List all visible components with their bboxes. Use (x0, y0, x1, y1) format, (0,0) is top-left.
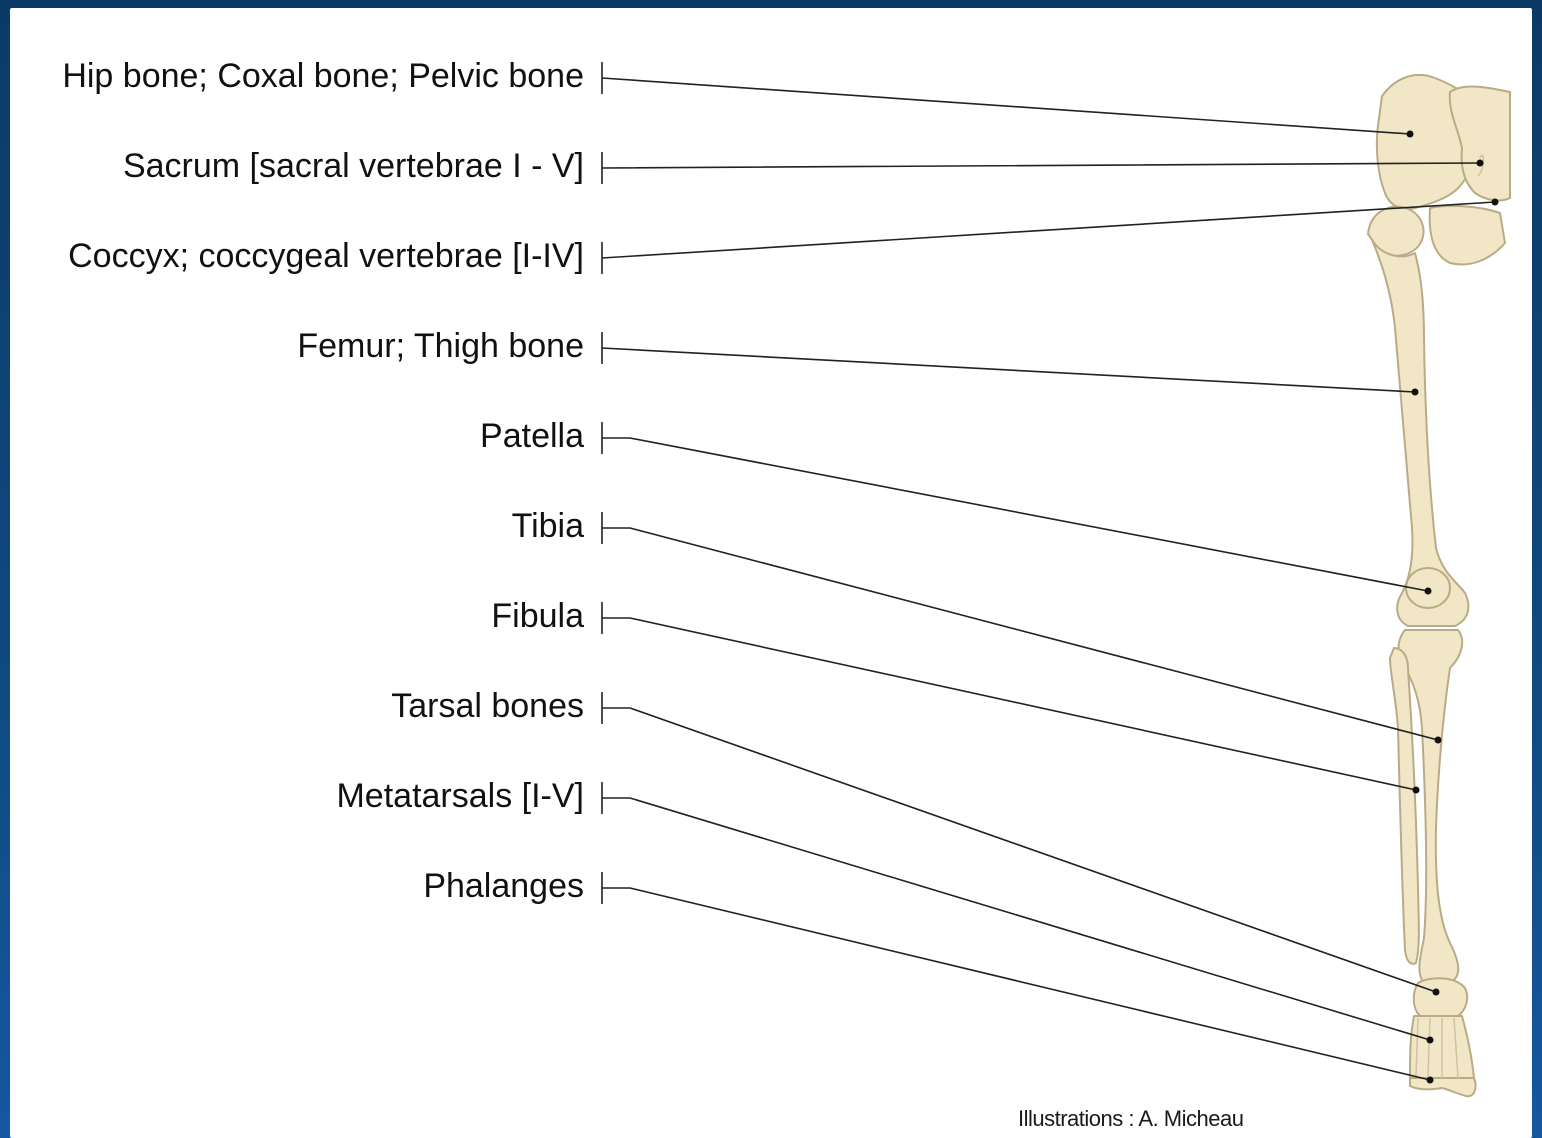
label-patella: Patella (480, 417, 584, 455)
leader-metatarsals (601, 782, 1431, 1041)
dot-hip-bone (1406, 130, 1414, 138)
leader-fibula (601, 602, 1417, 791)
label-sacrum: Sacrum [sacral vertebrae I - V] (122, 147, 584, 185)
sacrum-shape (1448, 85, 1511, 202)
leader-endpoints (1406, 130, 1499, 1084)
leader-hip-bone (601, 62, 1411, 135)
label-coccyx: Coccyx; coccygeal vertebrae [I-IV] (68, 237, 584, 275)
dot-fibula (1412, 786, 1420, 794)
pubis-shape (1428, 204, 1506, 266)
fibula-shape (1389, 647, 1420, 965)
leader-lines (601, 62, 1496, 1081)
leg-skeleton-illustration (601, 62, 1511, 1098)
label-tarsal-bones: Tarsal bones (391, 687, 584, 725)
dot-tarsal-bones (1432, 988, 1440, 996)
tarsal-shape (1412, 977, 1469, 1017)
leader-coccyx (601, 201, 1496, 274)
dot-coccyx (1491, 198, 1499, 206)
dot-phalanges (1426, 1076, 1434, 1084)
leader-tibia (601, 512, 1439, 741)
dot-metatarsals (1426, 1036, 1434, 1044)
diagram-panel: Hip bone; Coxal bone; Pelvic bone Sacrum… (10, 8, 1532, 1138)
femur-shape (1371, 239, 1470, 627)
label-tibia: Tibia (511, 507, 584, 545)
leader-patella (601, 422, 1429, 592)
dot-tibia (1434, 736, 1442, 744)
label-fibula: Fibula (491, 597, 584, 635)
dot-patella (1424, 587, 1432, 595)
leader-phalanges (601, 872, 1431, 1081)
illustration-credit: Illustrations : A. Micheau (1018, 1106, 1244, 1131)
label-metatarsals: Metatarsals [I-V] (336, 777, 584, 815)
leader-sacrum (601, 152, 1481, 184)
phalanges-shape (1409, 1077, 1477, 1098)
leader-tarsal-bones (601, 692, 1437, 993)
leader-femur (601, 332, 1416, 393)
dot-sacrum (1476, 159, 1484, 167)
dot-femur (1411, 388, 1419, 396)
label-hip-bone: Hip bone; Coxal bone; Pelvic bone (62, 57, 584, 95)
label-phalanges: Phalanges (423, 867, 584, 905)
label-femur: Femur; Thigh bone (297, 327, 584, 365)
